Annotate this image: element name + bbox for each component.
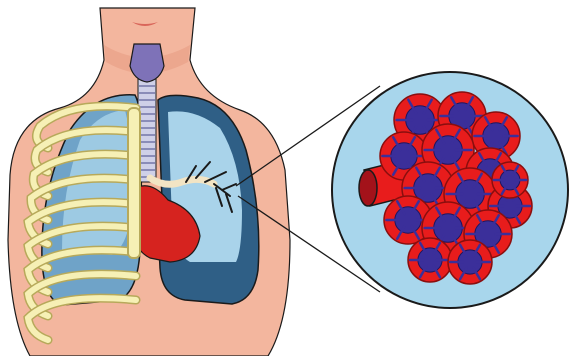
larynx bbox=[130, 44, 164, 82]
sternum bbox=[128, 108, 140, 258]
bronchiole-opening bbox=[359, 170, 377, 206]
magnifier bbox=[332, 72, 568, 308]
